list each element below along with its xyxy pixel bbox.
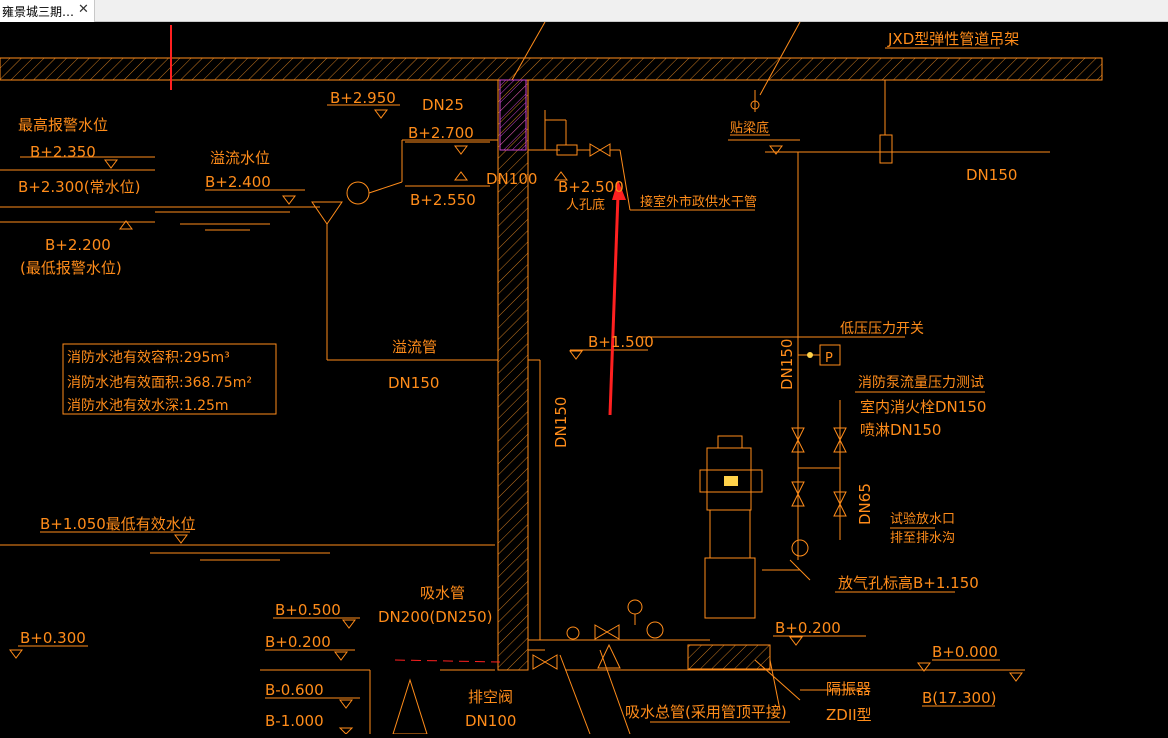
- label-bm1000: B-1.000: [265, 712, 324, 730]
- label-dn150-a: DN150: [388, 374, 439, 392]
- label-max-alarm: 最高报警水位: [18, 116, 108, 134]
- label-bp2350: B+2.350: [30, 143, 96, 161]
- document-tab[interactable]: 雍景城三期… ✕: [0, 0, 95, 22]
- label-overflow-pipe: 溢流管: [392, 338, 437, 356]
- info-line-1: 消防水池有效容积:295m³: [67, 349, 230, 366]
- label-test-water-1: 试验放水口: [890, 511, 955, 527]
- ceiling-slab: [0, 57, 1103, 81]
- cad-drawing-canvas[interactable]: JXD型弹性管道吊架 DN25 B+2.950 B+2.700 B+2.550 …: [0, 21, 1168, 735]
- label-test-water-2: 排至排水沟: [890, 531, 955, 546]
- label-dn65: DN65: [856, 483, 874, 525]
- label-p: P: [825, 351, 833, 366]
- pool-info-box: [62, 343, 277, 415]
- label-bp2700: B+2.700: [408, 124, 474, 142]
- label-damper: 隔振器: [826, 680, 871, 698]
- label-dn100-top: DN100: [486, 170, 537, 188]
- label-bp2950: B+2.950: [330, 89, 396, 107]
- label-bp0000: B+0.000: [932, 643, 998, 661]
- label-bm0600: B-0.600: [265, 681, 324, 699]
- label-dn150-vertical: DN150: [552, 397, 570, 448]
- label-bp0200b: B+0.200: [775, 619, 841, 637]
- label-dn150-right: DN150: [966, 166, 1017, 184]
- info-line-3: 消防水池有效水深:1.25m: [67, 398, 229, 414]
- annotation-arrow: [608, 180, 626, 416]
- document-tab-bar: 雍景城三期… ✕: [0, 0, 1168, 22]
- label-spray: 喷淋DN150: [860, 421, 941, 439]
- label-jxd: JXD型弹性管道吊架: [887, 30, 1019, 48]
- label-bp2300: B+2.300(常水位): [18, 178, 141, 196]
- label-bp2400: B+2.400: [205, 173, 271, 191]
- label-low-switch: 低压压力开关: [840, 321, 924, 337]
- wall: [497, 79, 529, 671]
- info-line-2: 消防水池有效面积:368.75m²: [67, 375, 252, 391]
- label-bp0500: B+0.500: [275, 601, 341, 619]
- label-main-suction: 吸水总管(采用管顶平接): [625, 703, 787, 721]
- label-dn200: DN200(DN250): [378, 608, 493, 626]
- label-dn25: DN25: [422, 96, 464, 114]
- label-bp1500: B+1.500: [588, 333, 654, 351]
- label-zd: ZDII型: [826, 706, 872, 724]
- close-icon[interactable]: ✕: [78, 2, 89, 17]
- label-dn100-bottom: DN100: [465, 712, 516, 730]
- label-b17300: B(17.300): [922, 689, 996, 707]
- label-dn150-riser: DN150: [778, 339, 796, 390]
- label-bp2200: B+2.200: [45, 236, 111, 254]
- label-manhole: 人孔底: [566, 197, 605, 213]
- pipe-sleeve: [499, 79, 527, 151]
- label-flow-test: 消防泵流量压力测试: [858, 375, 984, 391]
- label-bp0200a: B+0.200: [265, 633, 331, 651]
- label-connect: 接室外市政供水干管: [640, 194, 757, 210]
- label-beam: 贴梁底: [730, 120, 769, 136]
- label-indoor: 室内消火栓DN150: [860, 398, 986, 416]
- document-tab-title: 雍景城三期…: [2, 5, 75, 19]
- label-bp2500: B+2.500: [558, 178, 624, 196]
- label-bp2550: B+2.550: [410, 191, 476, 209]
- cad-drawing: JXD型弹性管道吊架 DN25 B+2.950 B+2.700 B+2.550 …: [0, 21, 1103, 735]
- label-vent-valve: 排空阀: [468, 688, 513, 706]
- label-suction: 吸水管: [420, 584, 465, 602]
- label-overflow-level: 溢流水位: [210, 149, 270, 167]
- label-min-alarm: (最低报警水位): [20, 259, 122, 277]
- label-vent-elev: 放气孔标高B+1.150: [838, 574, 979, 592]
- label-bp0300: B+0.300: [20, 629, 86, 647]
- label-bp1050: B+1.050最低有效水位: [40, 515, 196, 533]
- pump-base: [687, 644, 771, 670]
